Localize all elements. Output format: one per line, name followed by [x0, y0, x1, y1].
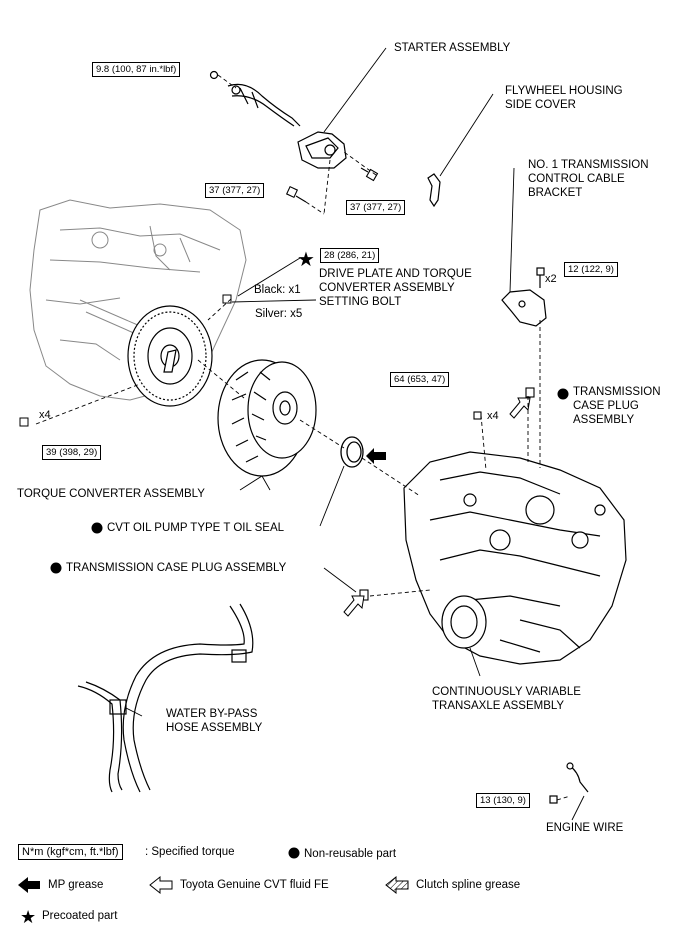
non-reusable-dot-icon-3: [50, 562, 62, 574]
starter-assembly-drawing: [209, 70, 347, 169]
label-torque-converter: TORQUE CONVERTER ASSEMBLY: [17, 488, 205, 500]
torque-spec-setting-bolt: 28 (286, 21): [320, 248, 380, 263]
torque-spec-mount-bolt: 39 (398, 29): [42, 445, 102, 460]
legend-spline-grease: Clutch spline grease: [416, 879, 521, 891]
transaxle-drawing: [403, 451, 627, 665]
legend-non-reusable: Non-reusable part: [304, 848, 397, 860]
label-flywheel-housing-side-cover: FLYWHEEL HOUSING SIDE COVER: [505, 85, 623, 111]
legend-spline-grease-arrow-icon: [385, 875, 409, 895]
torque-spec-starter-cable: 9.8 (100, 87 in.*lbf): [92, 62, 181, 77]
torque-converter-drawing: [217, 359, 317, 477]
qty-transaxle-bolt: x4: [487, 410, 499, 422]
label-silver-qty: Silver: x5: [255, 308, 303, 320]
starter-bolts: [285, 167, 379, 203]
label-drive-plate-setting-bolt: DRIVE PLATE AND TORQUE CONVERTER ASSEMBL…: [319, 268, 472, 308]
torque-spec-bracket-bolt: 12 (122, 9): [564, 262, 618, 277]
control-cable-bracket-drawing: [501, 267, 547, 327]
engine-wire-drawing: [549, 762, 589, 804]
oil-seal-drawing: [340, 436, 364, 468]
case-plug-left-drawing: [359, 589, 369, 601]
legend-precoated: Precoated part: [42, 910, 118, 922]
qty-mount-bolt: x4: [39, 409, 51, 421]
non-reusable-dot-icon-2: [91, 522, 103, 534]
non-reusable-dot-icon: [557, 388, 569, 400]
water-bypass-hose-drawing: [77, 603, 254, 793]
label-oil-seal: CVT OIL PUMP TYPE T OIL SEAL: [107, 522, 285, 534]
cvt-fluid-arrow-icon-2: [343, 595, 365, 617]
legend-mp-grease: MP grease: [48, 879, 104, 891]
legend-cvt-fluid-arrow-icon: [149, 875, 173, 895]
qty-bracket-bolt: x2: [545, 273, 557, 285]
flywheel-cover-drawing: [427, 173, 441, 208]
label-water-bypass-hose: WATER BY-PASS HOSE ASSEMBLY: [166, 708, 263, 734]
label-case-plug-left: TRANSMISSION CASE PLUG ASSEMBLY: [66, 562, 287, 574]
label-case-plug-right: TRANSMISSION CASE PLUG ASSEMBLY: [573, 386, 661, 426]
label-control-cable-bracket: NO. 1 TRANSMISSION CONTROL CABLE BRACKET: [528, 159, 649, 199]
label-transaxle: CONTINUOUSLY VARIABLE TRANSAXLE ASSEMBLY: [432, 686, 581, 712]
cvt-fluid-arrow-icon: [509, 397, 531, 419]
label-starter-assembly: STARTER ASSEMBLY: [394, 42, 511, 54]
legend-mp-grease-arrow-icon: [18, 877, 40, 893]
mp-grease-arrow-icon: [366, 448, 386, 464]
label-black-qty: Black: x1: [254, 284, 301, 296]
drive-plate-drawing: [127, 305, 213, 407]
torque-spec-engine-wire: 13 (130, 9): [476, 793, 530, 808]
torque-spec-starter-bolt-right: 37 (377, 27): [346, 200, 406, 215]
leader-lines: [125, 47, 585, 821]
legend-non-reusable-dot-icon: [288, 847, 300, 859]
legend-torque-desc: : Specified torque: [145, 846, 235, 858]
label-engine-wire: ENGINE WIRE: [546, 822, 624, 834]
legend-precoated-star-icon: ★: [20, 907, 36, 927]
mount-bolt: [19, 417, 29, 427]
setting-bolt: [222, 294, 232, 304]
torque-spec-transaxle-bolt: 64 (653, 47): [390, 372, 450, 387]
precoated-star-icon: ★: [297, 249, 315, 271]
legend-torque-box: N*m (kgf*cm, ft.*lbf): [18, 844, 123, 860]
torque-spec-starter-bolt-left: 37 (377, 27): [205, 183, 265, 198]
legend-cvt-fluid: Toyota Genuine CVT fluid FE: [180, 879, 329, 891]
dashed-assembly-lines: [35, 74, 571, 801]
